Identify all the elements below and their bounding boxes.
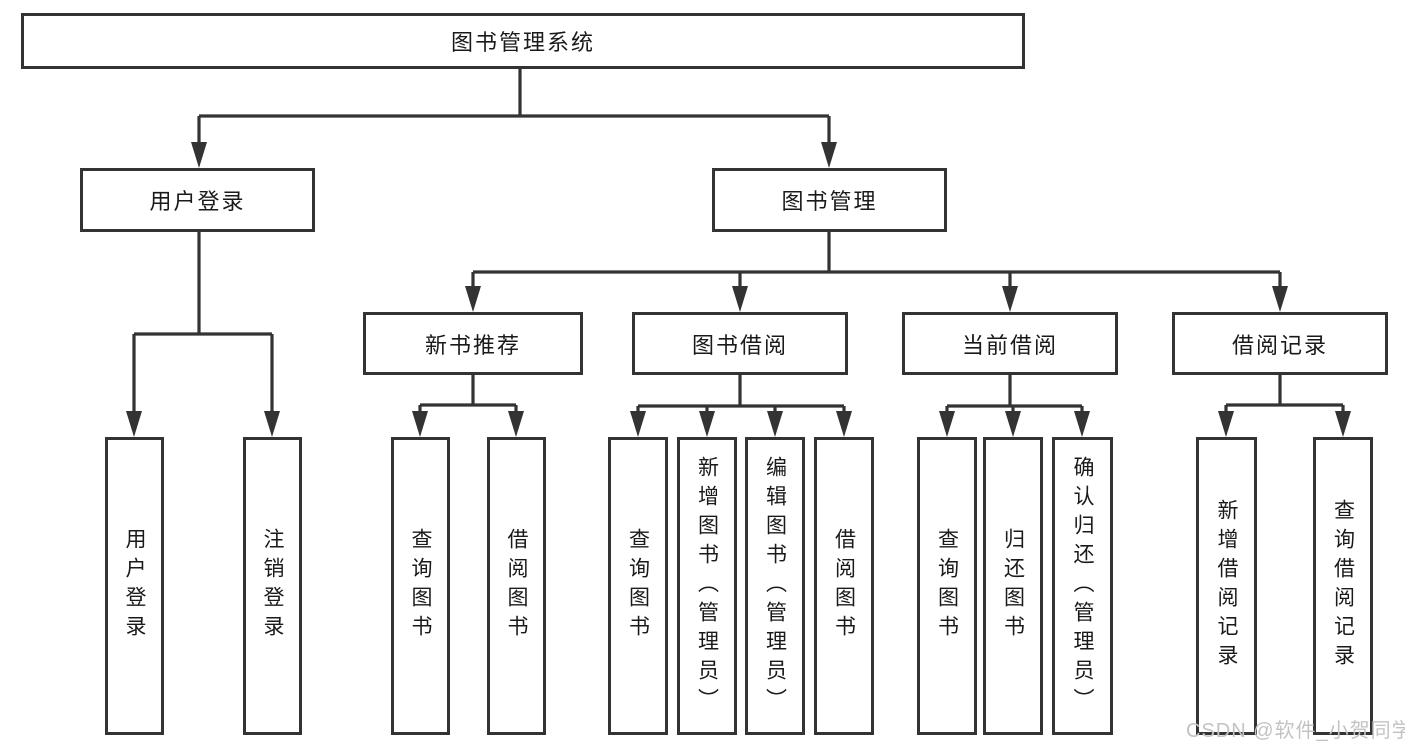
leaf-cb-confirm-return-admin: 确认归还（管理员）: [1052, 437, 1113, 735]
node-borrow-records: 借阅记录: [1172, 312, 1388, 375]
leaf-user-login: 用户登录: [105, 437, 164, 735]
arrowhead: [264, 411, 280, 437]
arrowhead: [1005, 411, 1021, 437]
arrowhead: [732, 286, 748, 312]
leaf-cb-query-books: 查询图书: [917, 437, 977, 735]
arrowhead: [630, 411, 646, 437]
connector-current-borrow-branch: [945, 375, 1084, 413]
arrowhead: [508, 411, 524, 437]
arrowhead: [465, 286, 481, 312]
leaf-nb-borrow-books: 借阅图书: [487, 437, 546, 735]
leaf-cb-return-books: 归还图书: [983, 437, 1043, 735]
connector-root-to-level2: [197, 69, 831, 144]
node-current-borrow: 当前借阅: [902, 312, 1118, 375]
arrowhead: [821, 142, 837, 168]
node-user-login: 用户登录: [80, 168, 315, 232]
arrowhead: [191, 142, 207, 168]
connector-book-mgmt-branch: [471, 232, 1282, 288]
leaf-bb-borrow-books: 借阅图书: [814, 437, 874, 735]
connector-book-borrow-branch: [636, 375, 846, 413]
leaf-logout: 注销登录: [243, 437, 302, 735]
leaf-bb-edit-books-admin: 编辑图书（管理员）: [745, 437, 805, 735]
arrowhead: [1002, 286, 1018, 312]
node-book-borrow: 图书借阅: [632, 312, 848, 375]
node-book-management: 图书管理: [712, 168, 947, 232]
arrowhead: [767, 411, 783, 437]
leaf-bb-add-books-admin: 新增图书（管理员）: [677, 437, 737, 735]
connector-user-login-branch: [132, 232, 274, 413]
leaf-br-query-record: 查询借阅记录: [1313, 437, 1373, 735]
arrowhead: [126, 411, 142, 437]
arrowhead: [939, 411, 955, 437]
leaf-br-add-record: 新增借阅记录: [1196, 437, 1257, 735]
connector-new-book-branch: [418, 375, 518, 413]
arrowhead: [412, 411, 428, 437]
node-new-book-recommend: 新书推荐: [363, 312, 583, 375]
arrowhead: [1218, 411, 1234, 437]
arrowhead: [699, 411, 715, 437]
arrowhead: [1074, 411, 1090, 437]
arrowhead: [1335, 411, 1351, 437]
leaf-bb-query-books: 查询图书: [608, 437, 668, 735]
connector-borrow-record-branch: [1224, 375, 1345, 413]
arrowhead: [1272, 286, 1288, 312]
arrowhead: [836, 411, 852, 437]
leaf-nb-query-books: 查询图书: [391, 437, 450, 735]
node-root: 图书管理系统: [21, 13, 1025, 69]
watermark: CSDN @软件_小贺同学: [1186, 720, 1405, 742]
